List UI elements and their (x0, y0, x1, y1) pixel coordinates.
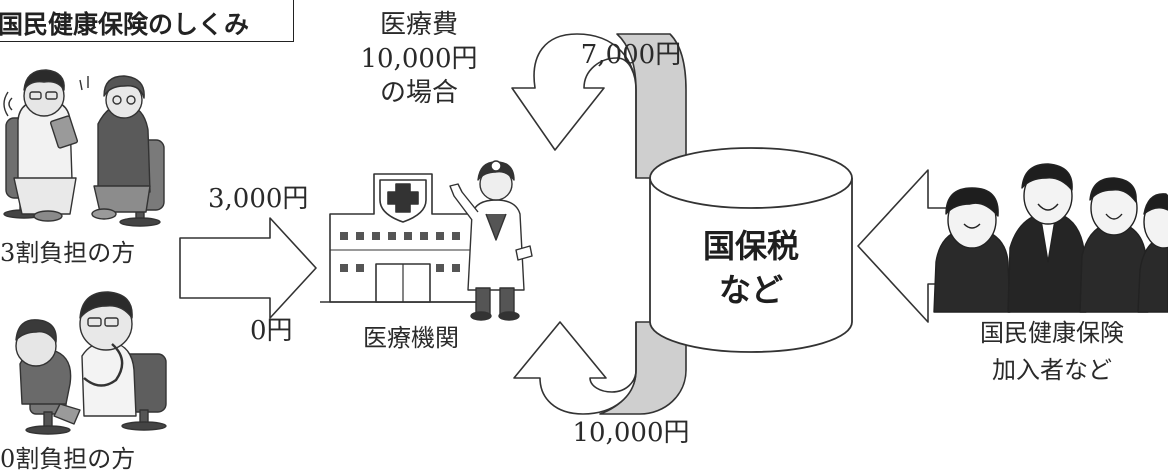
payment-arrow-top (511, 33, 687, 179)
patient-payment-0割: 0円 (250, 316, 293, 346)
fund-label-line-1: 国保税 (702, 227, 800, 265)
doctor-child-illustration (15, 291, 167, 435)
members-label: 国民健康保険 加入者など (980, 315, 1124, 389)
patient-0割-label: 0割負担の方 (0, 445, 136, 473)
cost-case-line-3: の場合 (379, 78, 459, 108)
insurer-payment-bottom: 10,000円 (572, 418, 690, 448)
title-box: 国民健康保険のしくみ (0, 0, 294, 42)
insurer-payment-top: 7,000円 (580, 40, 682, 70)
hospital-doctor (449, 160, 533, 321)
members-illustration (933, 163, 1168, 313)
payment-arrow-bottom (513, 321, 687, 415)
members-label-line-1: 国民健康保険 (980, 319, 1124, 347)
patient-arrow (179, 217, 317, 319)
fund-label: 国保税 など (703, 224, 799, 312)
fund-label-line-2: など (718, 271, 784, 309)
hospital-building (320, 173, 488, 303)
patient-payment-3割: 3,000円 (208, 184, 309, 214)
insurance-fund-cylinder (649, 147, 853, 353)
cost-case-label: 医療費 10,000円 の場合 (361, 8, 478, 110)
cost-case-line-1: 医療費 (379, 10, 459, 40)
patient-3割-label: 3割負担の方 (0, 239, 136, 267)
cost-case-line-2: 10,000円 (360, 44, 478, 74)
doctor-elderly-illustration (3, 69, 165, 227)
members-label-line-2: 加入者など (992, 356, 1112, 384)
medical-institution-label: 医療機関 (363, 324, 459, 352)
diagram-title: 国民健康保険のしくみ (0, 10, 250, 39)
